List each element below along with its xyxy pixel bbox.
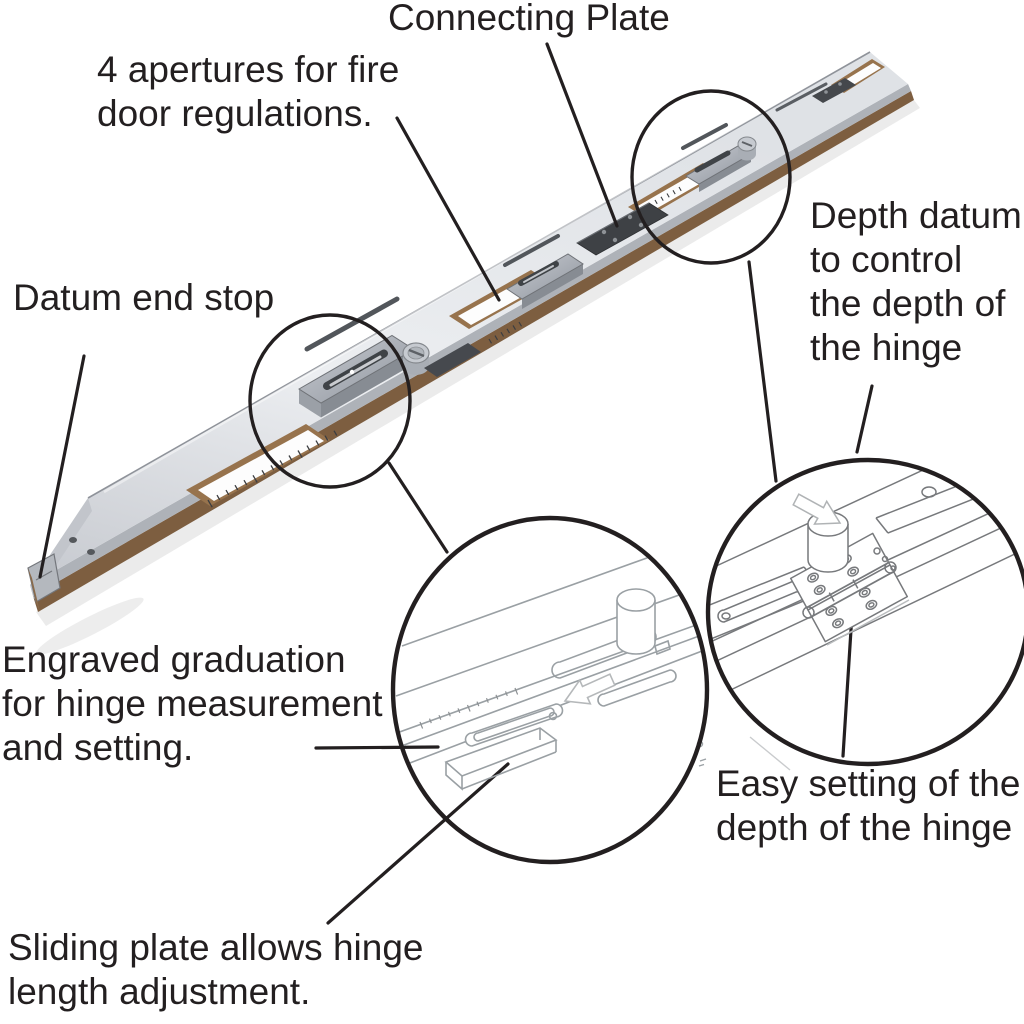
graduation-ticks-3 (654, 186, 682, 205)
bar-highlight (103, 60, 849, 494)
sketch-dot (873, 547, 881, 555)
sketch-cylinder-post (616, 588, 671, 656)
sketch-bar-edge (711, 462, 1021, 569)
sketch-bar-edge (395, 619, 705, 735)
slide-channel-1 (304, 296, 400, 352)
sketch-dot (881, 555, 889, 563)
leader-easy-setting (841, 612, 854, 758)
graduation-ticks-main (207, 430, 338, 508)
leader-apertures (395, 116, 501, 302)
sketch-sliding-plate (444, 727, 558, 791)
callout-circle-left (390, 515, 710, 865)
sketch-arrow-right-callout (792, 493, 842, 525)
label-connecting-plate: Connecting Plate (388, 0, 670, 38)
sketch-plate-slot-inner (473, 707, 555, 742)
sliding-plate-2 (506, 253, 584, 309)
leader-engraved-graduation (314, 745, 440, 750)
sketch-bar-edge (717, 550, 1022, 697)
thumb-screw-2 (737, 136, 757, 161)
paddle-hole (69, 537, 77, 543)
label-sliding-plate: Sliding plate allows hinge length adjust… (8, 927, 424, 1013)
leader-connecting-plate (545, 42, 619, 228)
highlight-ellipse-left (248, 313, 412, 489)
slide-channel-3 (681, 123, 728, 150)
leader-sliding-plate (326, 762, 510, 925)
graduation-ticks-2 (488, 321, 523, 344)
paddle-hole (87, 549, 95, 555)
right-callout-drawing (710, 462, 1022, 697)
leader-ellipse-to-left-callout (387, 461, 449, 554)
leader-depth-datum (855, 384, 874, 454)
sketch-dot (548, 711, 558, 721)
leader-datum-end-stop (38, 354, 86, 579)
label-easy-setting: Easy setting of the depth of the hinge (716, 763, 1021, 849)
bar-shadow-tip (36, 597, 144, 655)
label-depth-datum: Depth datum to control the depth of the … (810, 195, 1022, 369)
left-callout-drawing (395, 535, 705, 791)
label-apertures: 4 apertures for fire door regulations. (97, 49, 400, 135)
slide-channel-2 (503, 234, 560, 267)
bar-shadow (36, 100, 920, 626)
label-datum-end-stop: Datum end stop (13, 277, 275, 318)
datum-end-stop-block (27, 553, 61, 612)
callout-circle-right (705, 457, 1024, 767)
sketch-bar-edge (395, 583, 705, 697)
dark-plate-partial (424, 343, 481, 377)
sketch-slot-right (597, 669, 677, 707)
thumb-screw-1 (402, 342, 430, 375)
sketch-arrow-left-callout (563, 673, 616, 705)
slide-channel-4 (775, 82, 828, 112)
sketch-dot (890, 565, 896, 571)
sketch-bar-edge (395, 631, 705, 749)
leader-lines (38, 42, 874, 925)
highlight-ellipse-right (630, 89, 792, 265)
label-engraved-graduation: Engraved graduation for hinge measuremen… (2, 639, 383, 769)
sketch-ruler-ticks (419, 687, 519, 729)
sliding-plate-1 (298, 334, 415, 418)
jig-photo (27, 51, 920, 655)
leader-ellipse-to-right-callout (747, 260, 778, 483)
connecting-plate-dark-2 (812, 78, 856, 103)
aperture-hole-1 (186, 424, 330, 506)
bar-side-face (30, 84, 911, 596)
sketch-plate-slot (464, 703, 564, 747)
sketch-hinge (789, 532, 910, 646)
bar-back-edge (87, 51, 871, 499)
